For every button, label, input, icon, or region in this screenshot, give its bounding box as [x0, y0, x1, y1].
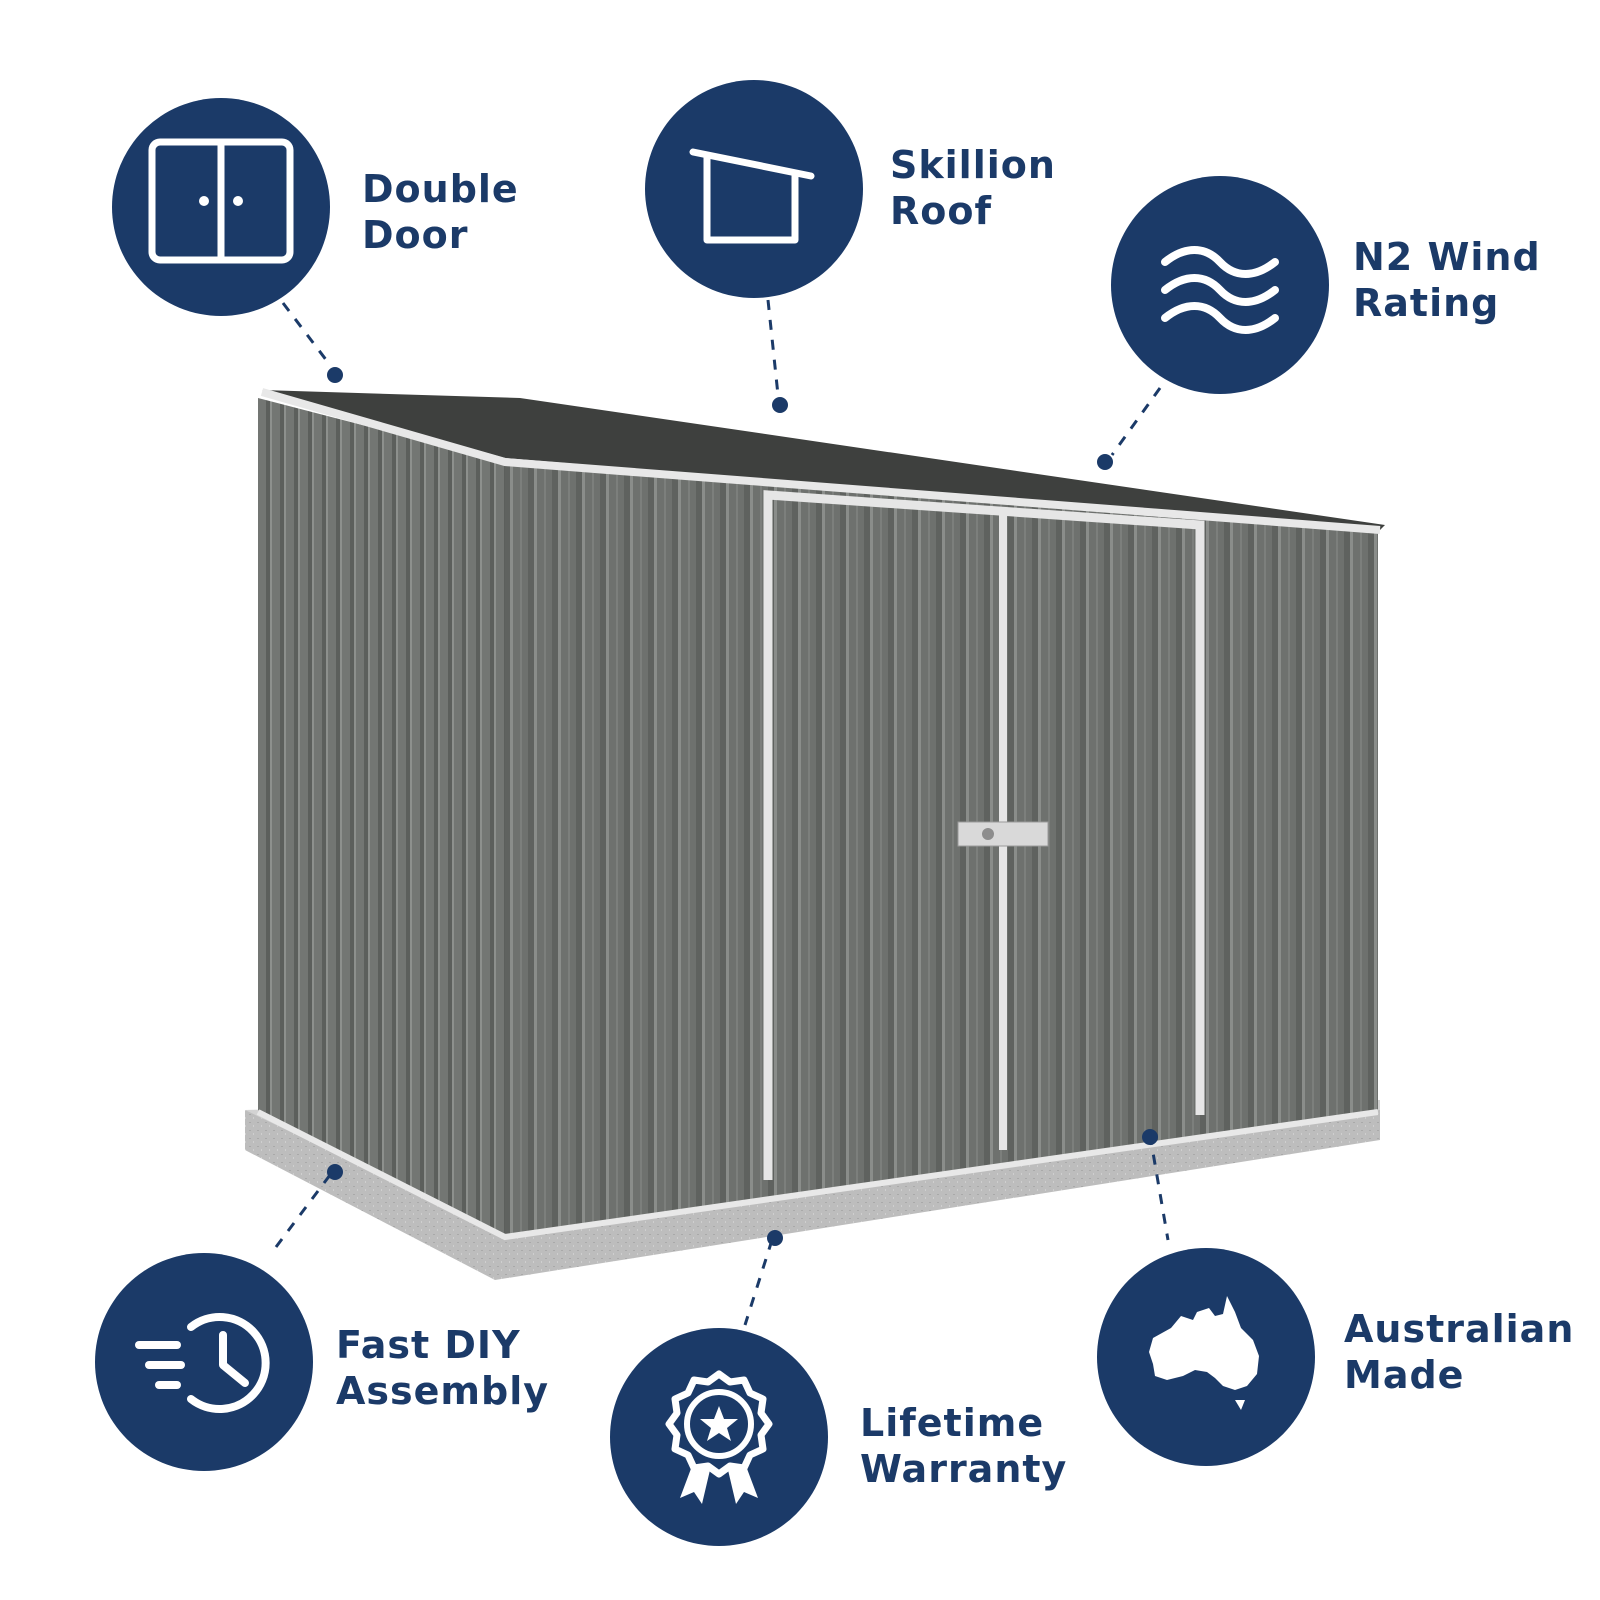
shed-side-wall	[258, 398, 505, 1235]
warranty-badge	[610, 1328, 828, 1546]
wind-rating-label: N2 Wind Rating	[1353, 235, 1541, 325]
shed-front-wall	[505, 462, 1378, 1235]
wind-icon	[1161, 246, 1279, 334]
fast-assembly-badge	[95, 1253, 313, 1471]
double-door-label: Double Door	[362, 167, 519, 257]
australian-made-badge	[1097, 1248, 1315, 1466]
double-door-badge	[112, 98, 330, 316]
skillion-roof-badge	[645, 80, 863, 298]
clock-speed-icon	[135, 1313, 270, 1413]
skillion-roof-icon	[689, 148, 815, 244]
award-badge-icon	[665, 1370, 773, 1504]
wind-rating-badge	[1111, 176, 1329, 394]
fast-assembly-label: Fast DIY Assembly	[336, 1323, 550, 1413]
door-latch	[957, 821, 1049, 847]
skillion-roof-label: Skillion Roof	[890, 143, 1056, 233]
warranty-label: Lifetime Warranty	[860, 1401, 1068, 1491]
australian-made-label: Australian Made	[1344, 1307, 1575, 1397]
double-door-icon	[148, 138, 294, 264]
shed-roof	[262, 390, 1385, 530]
australia-map-icon	[1149, 1296, 1259, 1410]
